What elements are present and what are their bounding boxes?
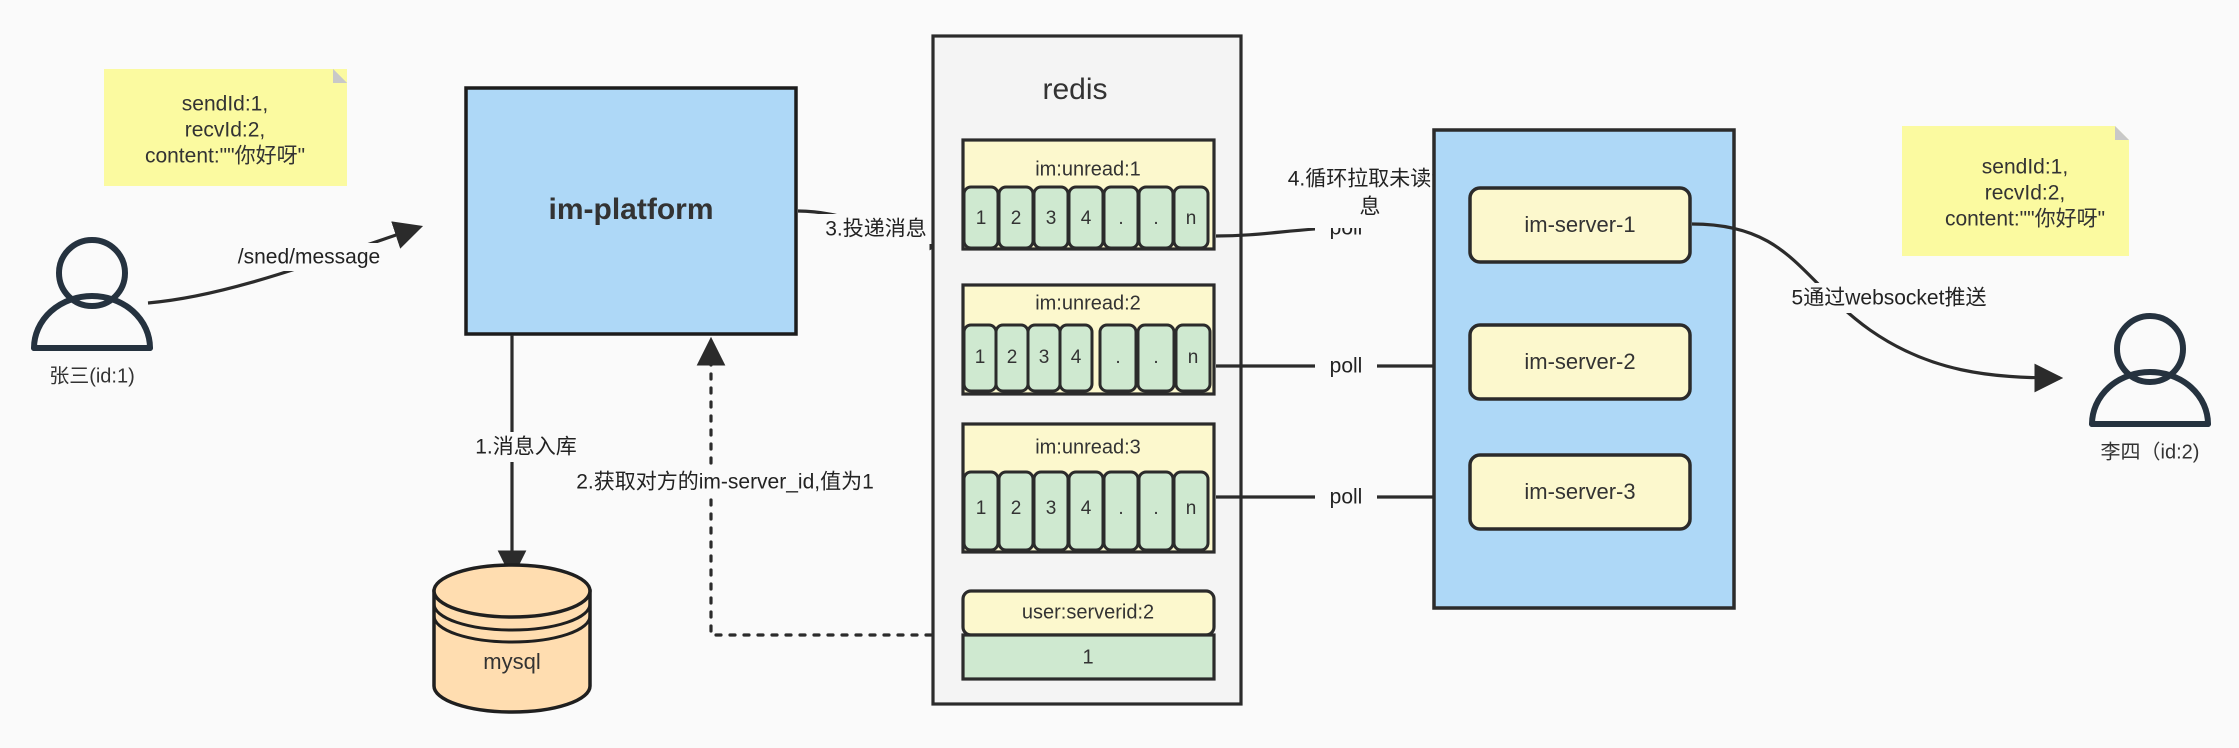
message-payload-note-left: sendId:1, recvId:2, content:""你好呀" xyxy=(104,69,347,186)
actor-receiver-label: 李四（id:2) xyxy=(2101,440,2200,463)
node-mysql-label: mysql xyxy=(483,649,540,674)
redis-cell: 2 xyxy=(1011,498,1022,519)
redis-list-2-key: im:unread:3 xyxy=(1035,436,1141,458)
note-right-line3: content:""你好呀" xyxy=(1945,208,2105,231)
edge-get-server-id: 2.获取对方的im-server_id,值为1 xyxy=(576,336,961,637)
edge-poll-3: poll xyxy=(1216,482,1466,512)
redis-cell: . xyxy=(1118,498,1123,519)
node-im-server-3[interactable]: im-server-3 xyxy=(1468,453,1692,531)
redis-cell: . xyxy=(1153,498,1158,519)
redis-cell: . xyxy=(1118,208,1123,229)
note-left-line3: content:""你好呀" xyxy=(145,145,305,168)
redis-list-2-cells: 1 2 3 4 . . n xyxy=(962,470,1210,552)
edge-poll-2: poll xyxy=(1216,351,1466,381)
edge-deliver-message: 3.投递消息 xyxy=(797,209,959,251)
redis-cell: 1 xyxy=(976,498,987,519)
redis-list-1-key: im:unread:2 xyxy=(1035,292,1141,314)
note-left-line2: recvId:2, xyxy=(185,119,266,142)
redis-cell: n xyxy=(1188,347,1199,368)
node-im-server-2[interactable]: im-server-2 xyxy=(1468,323,1692,401)
message-payload-note-right: sendId:1, recvId:2, content:""你好呀" xyxy=(1902,126,2129,256)
redis-cell: . xyxy=(1115,347,1120,368)
redis-list-1-cells: 1 2 3 4 . . n xyxy=(962,323,1212,393)
redis-list-1[interactable]: im:unread:2 1 2 3 4 . . n xyxy=(961,283,1216,396)
edge-poll-2-label: poll xyxy=(1330,355,1363,378)
redis-kv-key: user:serverid:2 xyxy=(1022,601,1154,623)
node-im-server-3-label: im-server-3 xyxy=(1524,479,1635,504)
node-im-platform-label: im-platform xyxy=(549,193,714,226)
redis-list-0-cells: 1 2 3 4 . . n xyxy=(962,185,1210,250)
edge-push-websocket: 5通过websocket推送 xyxy=(1691,222,2064,393)
redis-cell: 3 xyxy=(1046,498,1057,519)
redis-cell: 2 xyxy=(1007,347,1018,368)
edge-get-server-id-label: 2.获取对方的im-server_id,值为1 xyxy=(576,471,874,494)
redis-cell: 4 xyxy=(1081,498,1092,519)
node-mysql[interactable]: mysql xyxy=(432,563,592,714)
edge-deliver-message-label: 3.投递消息 xyxy=(825,218,927,241)
edge-store-message-label: 1.消息入库 xyxy=(475,436,577,459)
edge-send-message-label: /sned/message xyxy=(238,246,380,269)
edge-store-message: 1.消息入库 xyxy=(455,335,597,580)
note-left-line1: sendId:1, xyxy=(182,93,268,116)
node-redis-title: redis xyxy=(1042,73,1107,106)
actor-sender: 张三(id:1) xyxy=(31,237,153,387)
edge-push-websocket-label: 5通过websocket推送 xyxy=(1792,287,1987,310)
note-right-line2: recvId:2, xyxy=(1985,182,2066,205)
node-im-server-1-label: im-server-1 xyxy=(1524,212,1635,237)
redis-kv-value: 1 xyxy=(1082,646,1093,668)
edge-poll-unread-line1: 4.循环拉取未读消 xyxy=(1288,168,1453,191)
node-im-server-1[interactable]: im-server-1 xyxy=(1468,186,1692,264)
redis-list-0-key: im:unread:1 xyxy=(1035,158,1141,180)
redis-cell: 4 xyxy=(1071,347,1082,368)
node-server-cluster: im-server-1 im-server-2 im-server-3 xyxy=(1432,128,1736,610)
redis-cell: n xyxy=(1186,498,1197,519)
edge-send-message: /sned/message xyxy=(147,221,424,305)
redis-cell: 1 xyxy=(976,208,987,229)
redis-cell: 3 xyxy=(1046,208,1057,229)
redis-cell: 2 xyxy=(1011,208,1022,229)
actor-receiver: 李四（id:2) xyxy=(2089,313,2211,463)
actor-sender-label: 张三(id:1) xyxy=(49,364,135,387)
note-right-line1: sendId:1, xyxy=(1982,156,2068,179)
edge-poll-unread-line2: 息 xyxy=(1360,196,1381,219)
redis-list-0[interactable]: im:unread:1 1 2 3 4 . . n xyxy=(961,138,1216,251)
redis-cell: n xyxy=(1186,208,1197,229)
redis-cell: 4 xyxy=(1081,208,1092,229)
redis-cell: . xyxy=(1153,347,1158,368)
redis-kv-entry[interactable]: user:serverid:2 1 xyxy=(961,589,1216,681)
redis-cell: 3 xyxy=(1039,347,1050,368)
redis-cell: . xyxy=(1153,208,1158,229)
redis-list-2[interactable]: im:unread:3 1 2 3 4 . . n xyxy=(961,422,1216,554)
edge-poll-3-label: poll xyxy=(1330,486,1363,509)
node-im-platform[interactable]: im-platform xyxy=(464,86,798,336)
node-im-server-2-label: im-server-2 xyxy=(1524,349,1635,374)
redis-cell: 1 xyxy=(975,347,986,368)
